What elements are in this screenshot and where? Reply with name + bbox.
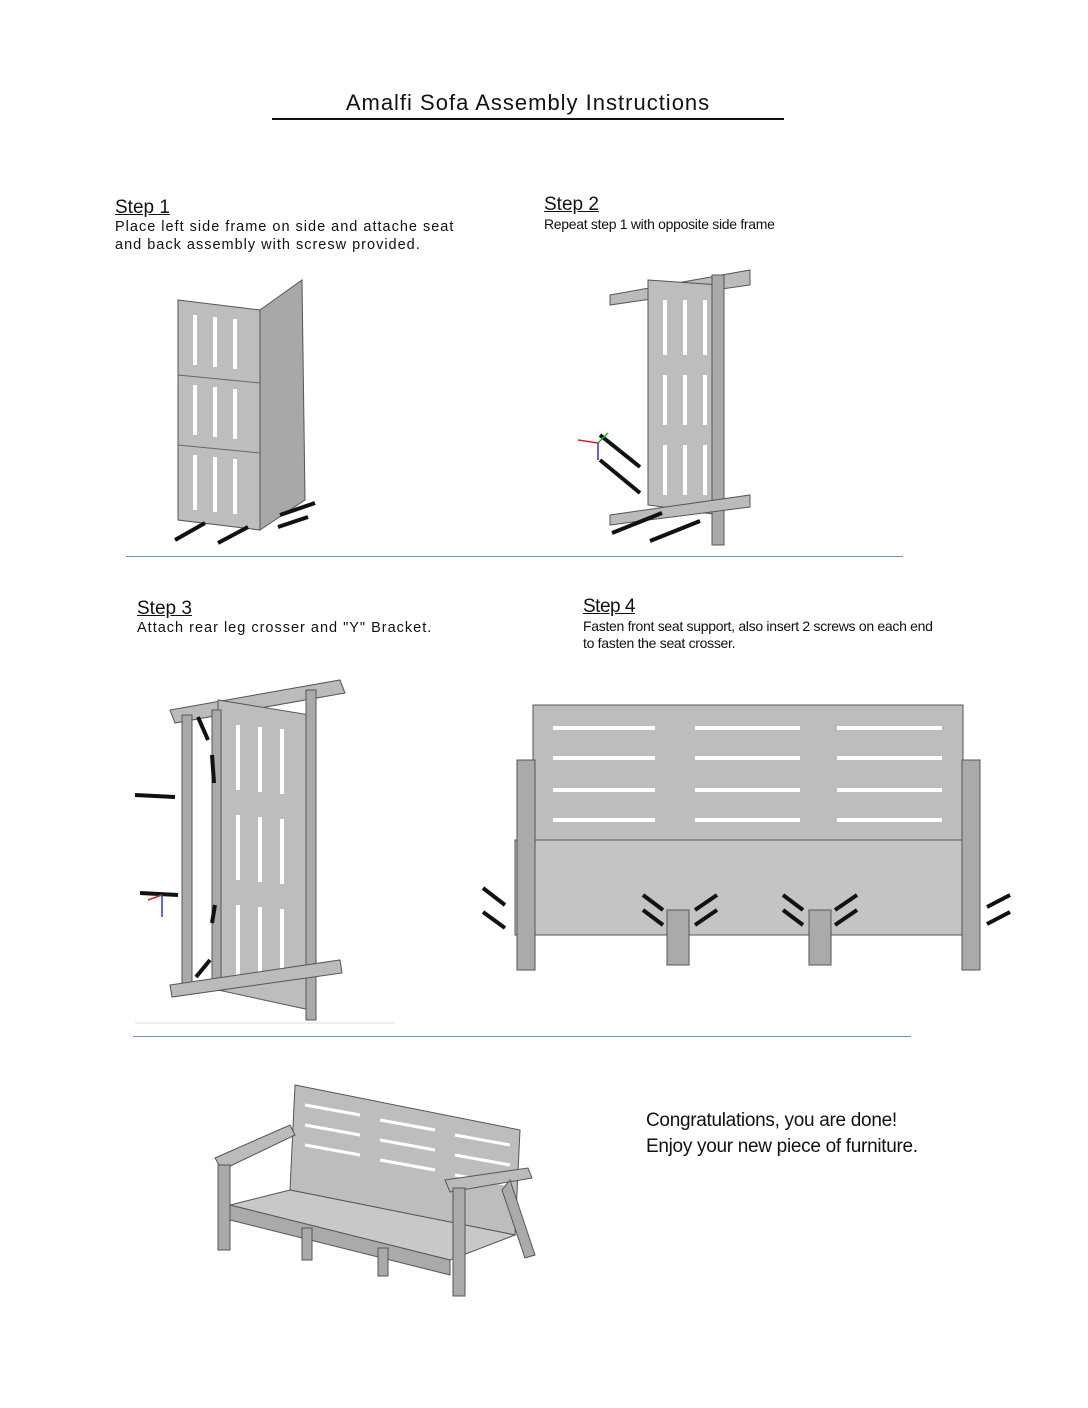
section-divider [126,556,903,557]
step-4-heading: Step 4 [583,596,635,617]
page-title: Amalfi Sofa Assembly Instructions [272,90,784,120]
step-3-illustration [134,679,395,1024]
step-4-illustration [481,704,1011,971]
step-1-heading: Step 1 [115,197,170,218]
step-3-heading: Step 3 [137,598,192,619]
finished-sofa-illustration [214,1084,536,1297]
step-4-text: Fasten front seat support, also insert 2… [583,618,933,651]
step-1-illustration [174,279,316,545]
step-2-heading: Step 2 [544,194,599,215]
step-2-text: Repeat step 1 with opposite side frame [544,216,775,232]
congratulations-message: Congratulations, you are done! Enjoy you… [646,1110,918,1157]
step-2-illustration [577,269,751,546]
section-divider [133,1036,911,1037]
step-1-text: Place left side frame on side and attach… [115,219,455,253]
step-3-text: Attach rear leg crosser and "Y" Bracket. [137,620,433,636]
